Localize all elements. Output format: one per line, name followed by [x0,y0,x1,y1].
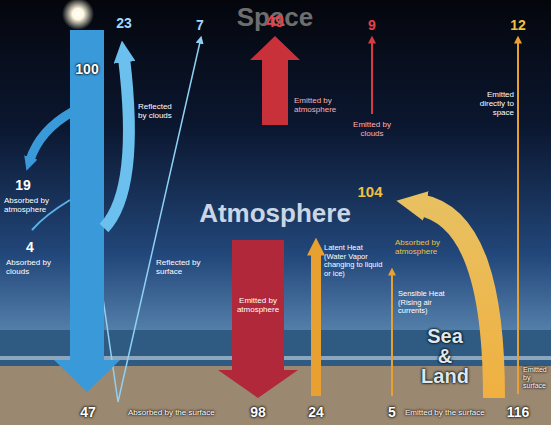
region-name: Sea & Land [419,326,471,386]
flow-value: 98 [243,405,273,419]
flow-value: 7 [185,18,215,32]
flow-value: 5 [382,405,402,419]
flow-label: Emitted by clouds [342,120,402,138]
reflected-clouds-arrow [104,58,129,228]
flow-label: Emitted by atmosphere [234,296,282,314]
flow-label: Reflected by clouds [138,102,180,120]
flow-label: Absorbed by atmosphere [4,196,66,214]
absorbed-atmosphere-arrow [30,112,72,160]
flow-value: 9 [357,18,387,32]
flow-label: Reflected by surface [156,258,214,276]
sensible-heat-line [391,274,393,396]
flow-label: Emitted by the surface [405,408,497,417]
flow-label: Emitted by atmosphere [294,96,342,114]
flow-value: 19 [8,178,38,192]
flow-value: 116 [500,405,536,419]
region-name: Atmosphere [180,200,370,226]
flow-label: Sensible Heat (Rising air currents) [398,290,456,316]
flow-label: Absorbed by the surface [128,408,228,417]
flow-value: 49 [255,14,295,30]
flow-value: 23 [104,16,144,30]
flow-label: Latent Heat (Water Vapor changing to liq… [324,244,386,279]
sun [62,0,94,30]
flow-label: Emitted by surface [523,366,548,390]
flow-label: Absorbed by atmosphere [395,238,450,256]
flow-value: 100 [67,62,107,76]
flow-value: 47 [72,405,104,419]
latent-heat-arrow [311,252,321,396]
direct-emission-line [517,42,519,394]
surface-reflection-line [96,42,200,402]
flow-value: 12 [503,18,533,32]
flow-label: Absorbed by clouds [6,258,64,276]
flow-value: 24 [301,405,331,419]
flow-value: 4 [18,240,42,254]
flow-label: Emitted directly to space [466,90,514,118]
atmosphere-emission-arrow [250,36,300,125]
flow-value: 104 [350,184,390,199]
cloud-emission-line [371,42,373,114]
back-radiation-arrow [218,240,298,398]
